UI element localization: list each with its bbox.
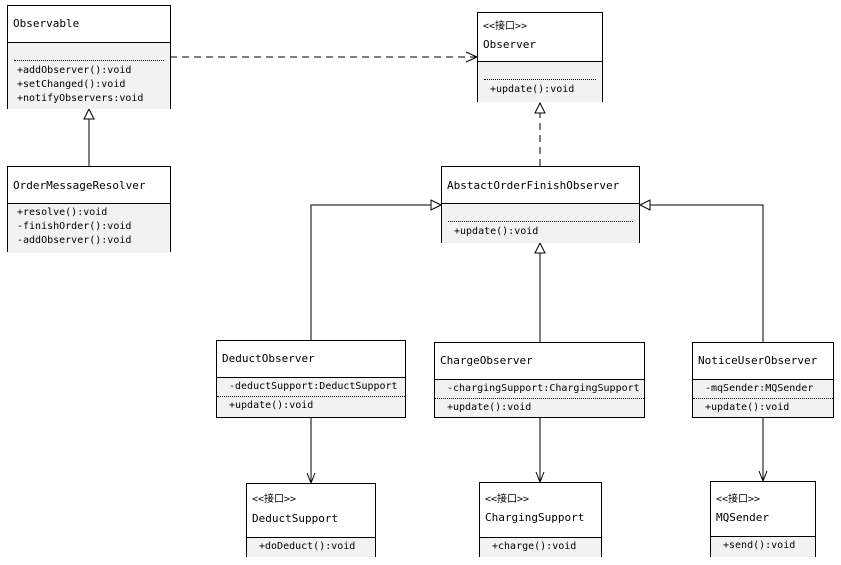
generalization-notice-abstract — [638, 199, 764, 342]
association-charging-support — [535, 418, 545, 484]
generalization-deduct-abstract — [310, 199, 443, 340]
class-name: DeductObserver — [222, 352, 315, 365]
attributes-section: -mqSender:MQSender — [693, 379, 833, 399]
method: +update():void — [705, 402, 790, 413]
method: +update():void — [229, 400, 314, 411]
methods-section: +update():void — [442, 223, 639, 243]
class-notice-user-observer[interactable]: NoticeUserObserver -mqSender:MQSender +u… — [692, 342, 834, 418]
attributes-section — [8, 42, 170, 62]
realization-abstract-observer — [534, 101, 546, 166]
method: -addObserver():void — [17, 235, 132, 246]
association-deduct-support — [306, 418, 316, 485]
generalization-resolver-observable — [83, 107, 95, 166]
attributes-section — [478, 61, 602, 81]
class-name: Observer — [483, 38, 536, 51]
field: -deductSupport:DeductSupport — [229, 381, 398, 392]
class-name: OrderMessageResolver — [13, 179, 146, 192]
class-name: AbstactOrderFinishObserver — [447, 179, 620, 192]
stereotype-label: <<接口>> — [485, 494, 530, 505]
class-abstact-order-finish-observer[interactable]: AbstactOrderFinishObserver +update():voi… — [441, 166, 640, 243]
stereotype-label: <<接口>> — [716, 494, 761, 505]
interface-deduct-support[interactable]: <<接口>> DeductSupport +doDeduct():void — [246, 483, 376, 557]
attributes-section: -deductSupport:DeductSupport — [217, 377, 405, 397]
class-deduct-observer[interactable]: DeductObserver -deductSupport:DeductSupp… — [216, 340, 406, 418]
dependency-observable-observer — [170, 51, 479, 63]
field: -mqSender:MQSender — [705, 383, 814, 394]
methods-section: +update():void — [217, 397, 405, 417]
interface-observer[interactable]: <<接口>> Observer +update():void — [477, 12, 603, 102]
class-name: ChargeObserver — [440, 354, 533, 367]
method: +charge():void — [492, 541, 577, 552]
methods-section: +doDeduct():void — [247, 537, 375, 557]
method: +update():void — [454, 226, 539, 237]
class-charge-observer[interactable]: ChargeObserver -chargingSupport:Charging… — [434, 342, 645, 418]
methods-section: +update():void — [435, 399, 644, 417]
method: +send():void — [723, 540, 796, 551]
class-name: DeductSupport — [252, 512, 339, 525]
method: -finishOrder():void — [17, 221, 132, 232]
methods-section: +update():void — [478, 81, 602, 102]
class-name: Observable — [13, 17, 80, 30]
method: +addObserver():void — [17, 65, 132, 76]
method: +notifyObservers:void — [17, 93, 144, 104]
methods-section: +charge():void — [480, 537, 601, 557]
class-observable[interactable]: Observable +addObserver():void +setChang… — [7, 5, 171, 109]
method: +setChanged():void — [17, 79, 126, 90]
method: +doDeduct():void — [259, 541, 356, 552]
stereotype-label: <<接口>> — [252, 494, 297, 505]
methods-section: +send():void — [711, 536, 815, 557]
class-order-message-resolver[interactable]: OrderMessageResolver +resolve():void -fi… — [7, 166, 171, 253]
association-mq-sender — [758, 418, 768, 483]
methods-section: +resolve():void -finishOrder():void -add… — [8, 203, 170, 253]
method: +update():void — [447, 402, 532, 413]
class-name: NoticeUserObserver — [698, 354, 818, 367]
field: -chargingSupport:ChargingSupport — [447, 383, 640, 394]
generalization-charge-abstract — [534, 241, 546, 342]
class-name: MQSender — [716, 511, 769, 524]
interface-mq-sender[interactable]: <<接口>> MQSender +send():void — [710, 481, 816, 557]
method: +update():void — [490, 84, 575, 95]
methods-section: +update():void — [693, 399, 833, 417]
class-name: ChargingSupport — [485, 511, 585, 524]
method: +resolve():void — [17, 207, 108, 218]
methods-section: +addObserver():void +setChanged():void +… — [8, 62, 170, 109]
interface-charging-support[interactable]: <<接口>> ChargingSupport +charge():void — [479, 482, 602, 557]
stereotype-label: <<接口>> — [483, 21, 528, 32]
attributes-section — [442, 203, 639, 223]
attributes-section: -chargingSupport:ChargingSupport — [435, 379, 644, 399]
